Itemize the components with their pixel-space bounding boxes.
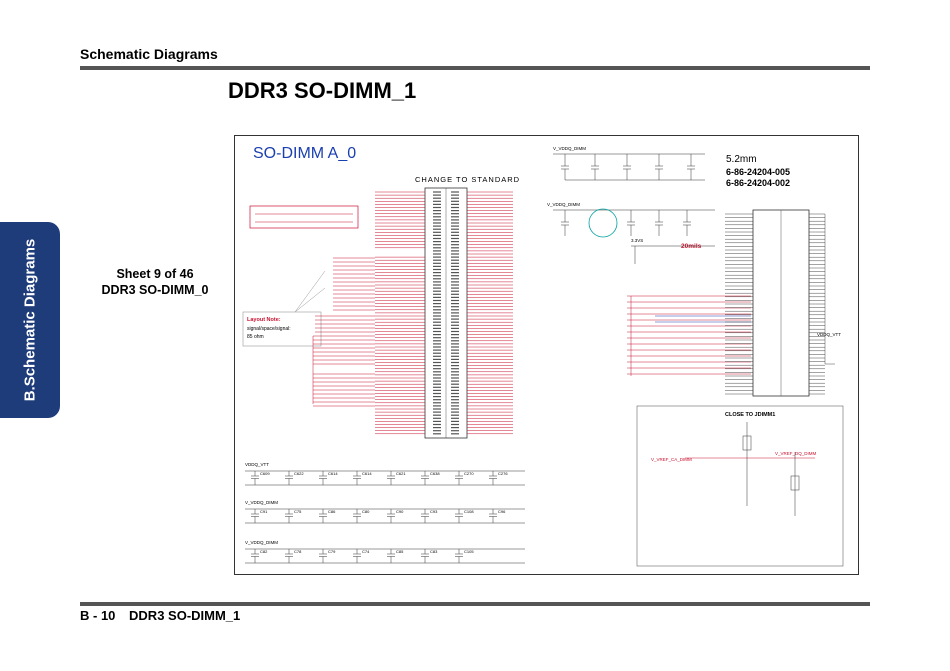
net-vddq-top: V_VDDQ_DIMM [553, 146, 586, 151]
footer-title: DDR3 SO-DIMM_1 [129, 608, 241, 623]
change-note: CHANGE TO STANDARD [415, 175, 520, 184]
schematic-drawing: SO-DIMM A_0 CHANGE TO STANDARD 5.2mm 6-8… [242, 145, 844, 567]
net-vref-dq: V_VREF_DQ_DIMM [775, 451, 817, 456]
cap-label: C96 [498, 509, 506, 514]
highlight-circle [588, 208, 618, 238]
net-3v3: 3.3VS [631, 238, 643, 243]
sheet-name: DDR3 SO-DIMM_0 [101, 283, 209, 297]
part-number-2: 6-86-24204-002 [726, 178, 790, 188]
net-vddq-mid: V_VDDQ_DIMM [547, 202, 580, 207]
cap-label: C91 [260, 509, 268, 514]
cap-label: C622 [294, 471, 304, 476]
footer-rule [80, 602, 870, 606]
side-tab-label: B.Schematic Diagrams [21, 238, 39, 402]
layout-note-line2: 85 ohm [247, 334, 264, 340]
cap-label: C80 [362, 509, 370, 514]
cap-label: C276 [498, 471, 508, 476]
cap-row-2: V_VDDQ_DIMM C91 C75 C86 C80 C90 C93 C108 C96 [245, 500, 525, 524]
page-number: B - 10 [80, 608, 116, 623]
cap-label: C105 [464, 549, 474, 554]
cap-label: C93 [430, 509, 438, 514]
cap-label: C79 [328, 549, 336, 554]
cap-label: C86 [328, 509, 336, 514]
cap-row-net-label: VDDQ_VTT [245, 462, 269, 467]
cap-label: C614 [328, 471, 338, 476]
cap-label: C108 [464, 509, 474, 514]
layout-note-heading: Layout Note: [247, 317, 281, 323]
schematic-frame: SO-DIMM A_0 CHANGE TO STANDARD 5.2mm 6-8… [234, 135, 859, 575]
cap-row-net-label: V_VDDQ_DIMM [245, 540, 278, 545]
schematic-title: SO-DIMM A_0 [253, 145, 356, 162]
header-rule [80, 66, 870, 70]
footer: B - 10 DDR3 SO-DIMM_1 [80, 608, 240, 623]
cap-row-3: V_VDDQ_DIMM C82 C78 C79 C74 C85 C83 C105 [245, 540, 525, 564]
cap-label: C75 [294, 509, 302, 514]
part-number-1: 6-86-24204-005 [726, 167, 790, 177]
close-to-dimm-box [636, 405, 844, 567]
cap-label: C83 [430, 549, 438, 554]
height-note: 5.2mm [726, 154, 757, 165]
cap-label: C82 [260, 549, 268, 554]
cap-label: C78 [294, 549, 302, 554]
sheet-number: Sheet 9 of 46 [116, 267, 194, 281]
clock-box [249, 205, 359, 229]
layout-note-box [242, 311, 322, 347]
sheet-info: Sheet 9 of 46 DDR3 SO-DIMM_0 [80, 266, 230, 298]
cap-label: C270 [464, 471, 474, 476]
section-header: Schematic Diagrams [80, 46, 218, 62]
cap-label: C621 [396, 471, 406, 476]
cap-row-net-label: V_VDDQ_DIMM [245, 500, 278, 505]
cap-row-1: VDDQ_VTT C609 C622 C614 C614 C621 C638 C270 C276 [245, 462, 525, 486]
cap-label: C85 [396, 549, 404, 554]
side-tab[interactable]: B.Schematic Diagrams [0, 222, 60, 418]
cap-label: C614 [362, 471, 372, 476]
cap-label: C90 [396, 509, 404, 514]
trace-width-note: 20mils [681, 243, 702, 250]
page-title: DDR3 SO-DIMM_1 [228, 78, 417, 103]
cap-label: C74 [362, 549, 370, 554]
net-vtt: VDDQ_VTT [817, 332, 841, 337]
net-vref-ca: V_VREF_CA_DIMM [651, 457, 692, 462]
cap-label: C638 [430, 471, 440, 476]
cap-label: C609 [260, 471, 270, 476]
close-note: CLOSE TO JDIMM1 [725, 412, 775, 418]
layout-note-line1: signal/space/signal: [247, 326, 291, 332]
